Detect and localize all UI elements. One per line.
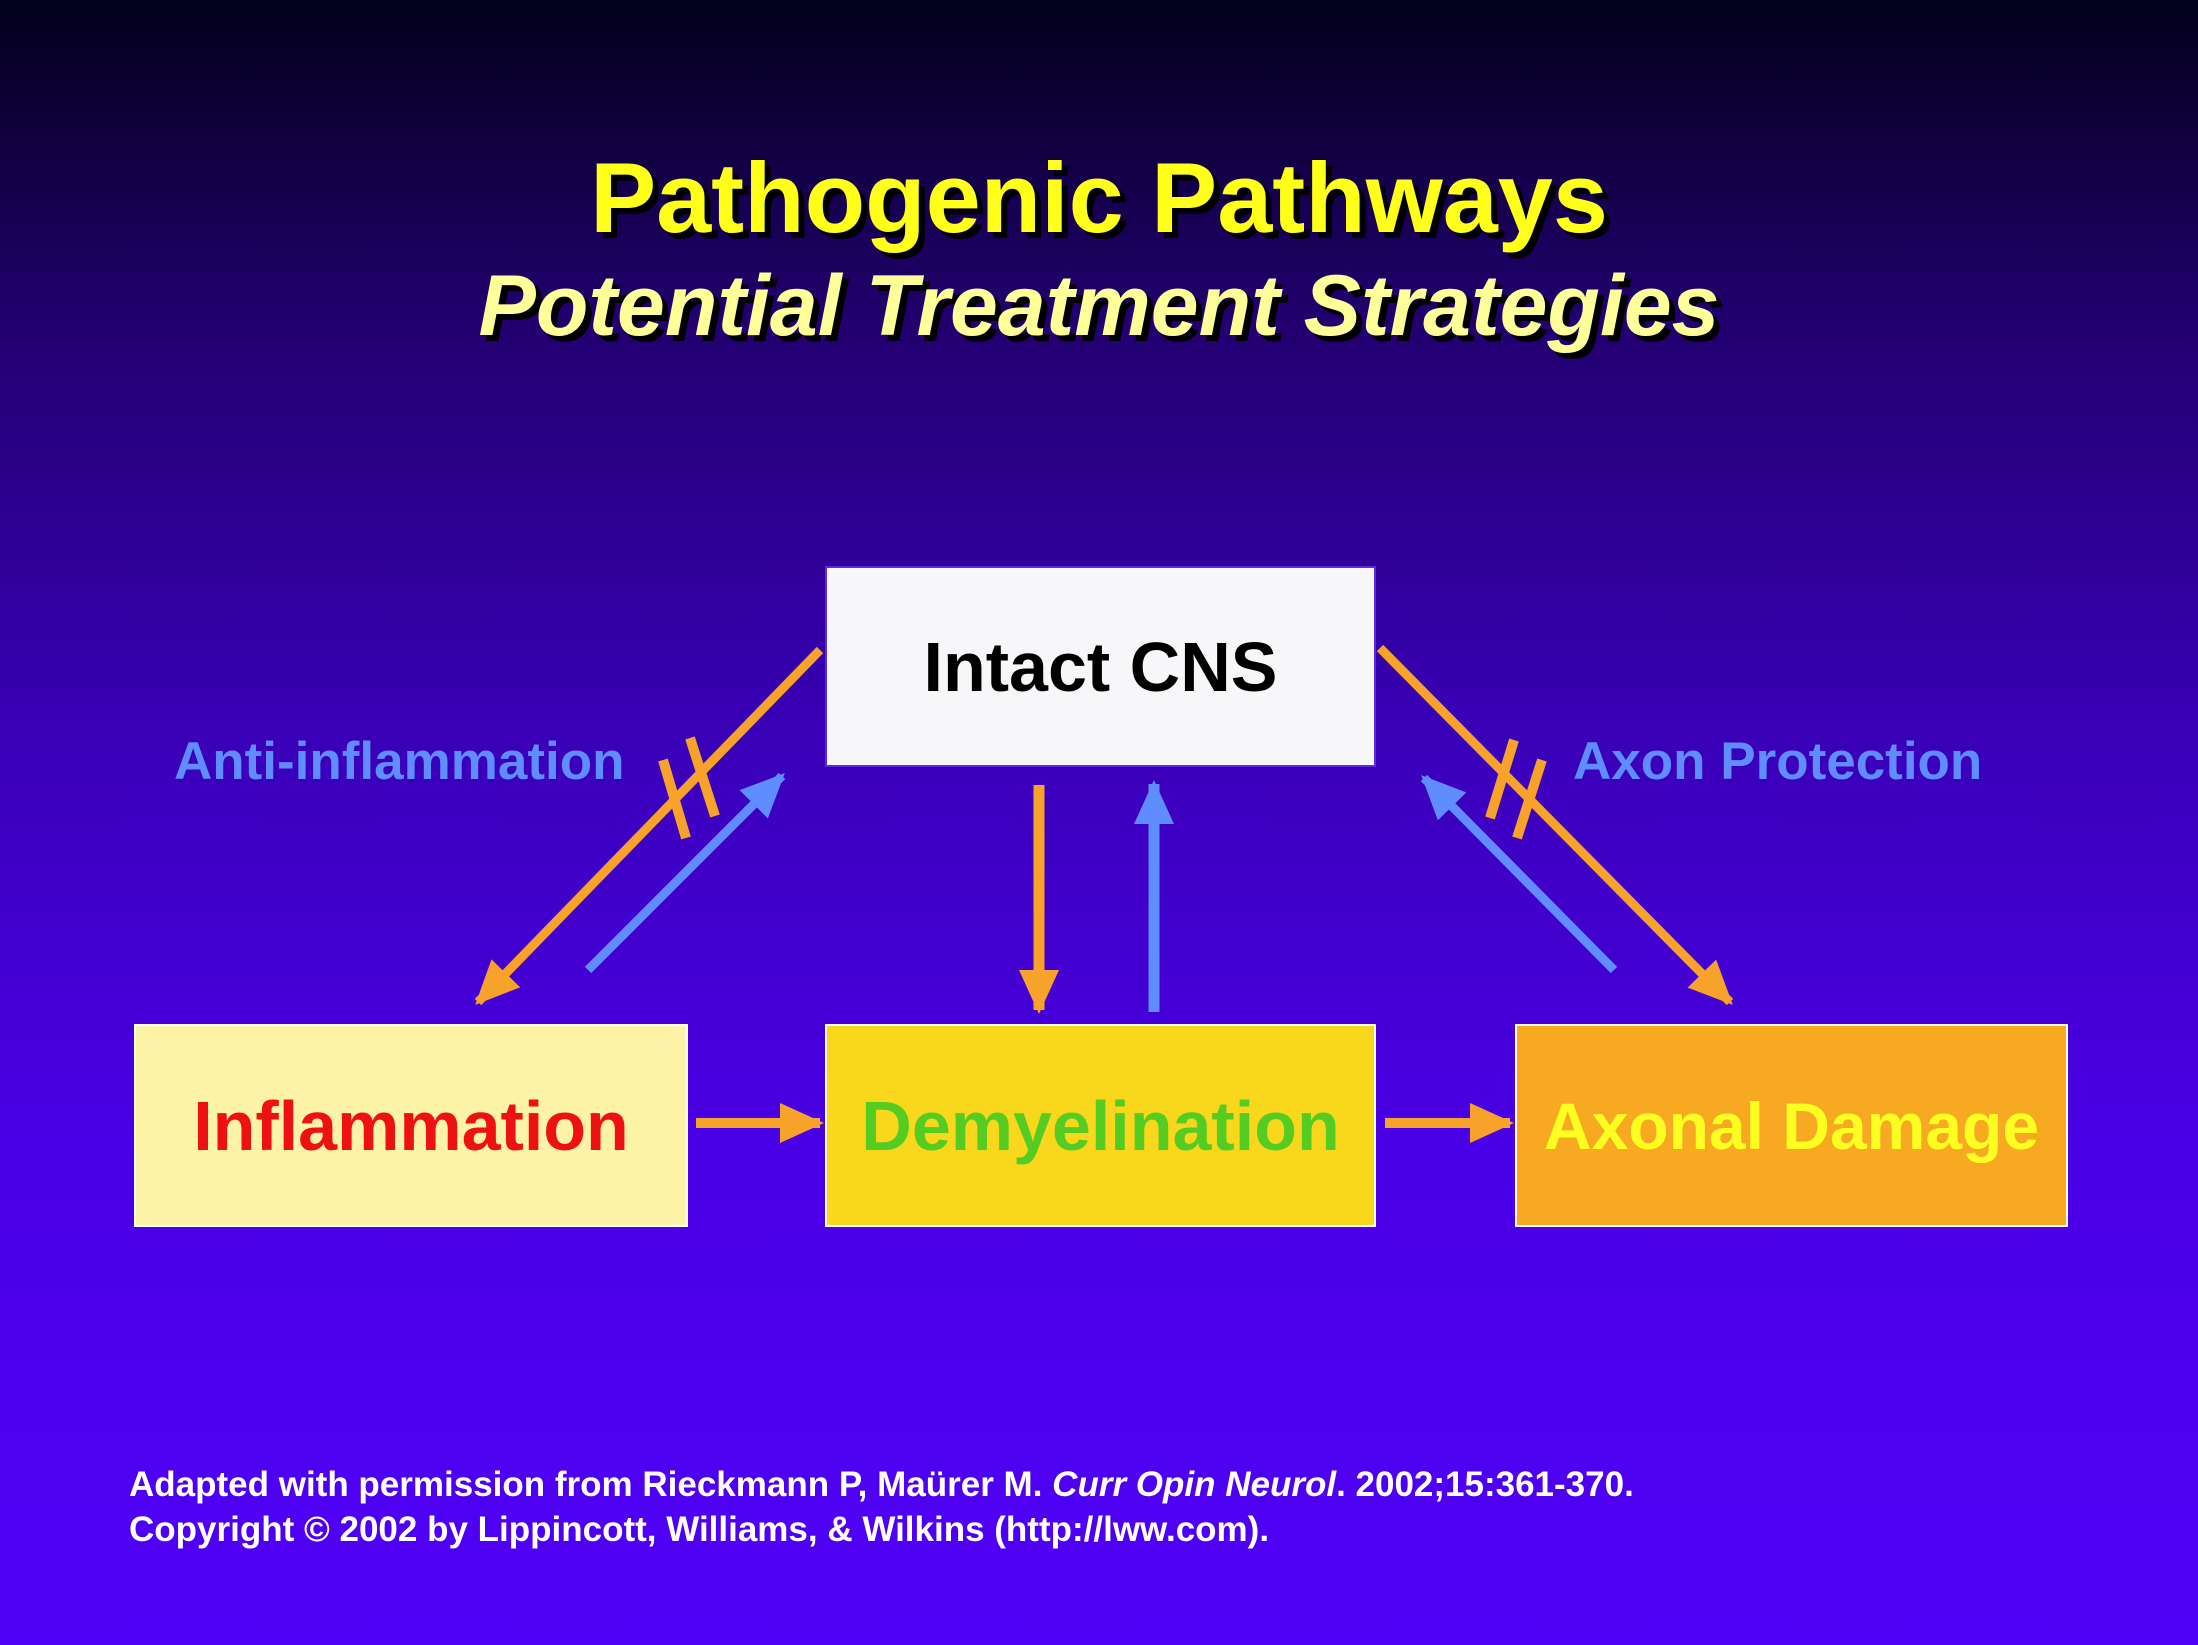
inflammation-label: Inflammation	[193, 1086, 629, 1165]
citation-authors: Adapted with permission from Rieckmann P…	[129, 1465, 1053, 1504]
axonal-damage-to-cns-arrow	[1420, 774, 1618, 974]
citation-journal: Curr Opin Neurol	[1052, 1465, 1337, 1504]
axonal-damage-box: Axonal Damage	[1515, 1024, 2068, 1227]
demyelination-box: Demyelination	[825, 1024, 1376, 1227]
axon-protection-block-bar-1	[1485, 738, 1519, 820]
citation-volume: . 2002;15:361-370.	[1336, 1465, 1634, 1504]
intact-cns-label: Intact CNS	[923, 627, 1278, 706]
citation-copyright: Copyright © 2002 by Lippincott, Williams…	[129, 1510, 1270, 1549]
anti-inflammation-block-bar-1	[658, 758, 691, 840]
cns-to-axonal-damage-arrow	[1376, 644, 1734, 1006]
anti-inflammation-label: Anti-inflammation	[174, 732, 625, 791]
axonal-damage-label: Axonal Damage	[1543, 1088, 2040, 1163]
slide-subtitle: Potential Treatment Strategies	[478, 258, 1720, 354]
cns-to-inflammation-arrow	[474, 646, 824, 1006]
inflammation-box: Inflammation	[134, 1024, 688, 1227]
citation-line-1: Adapted with permission from Rieckmann P…	[129, 1467, 1634, 1502]
anti-inflammation-block-bar-2	[685, 736, 720, 818]
demyelination-label: Demyelination	[861, 1086, 1340, 1165]
axon-protection-label: Axon Protection	[1573, 732, 1983, 791]
inflammation-to-cns-arrow	[584, 772, 786, 974]
intact-cns-box: Intact CNS	[825, 566, 1376, 767]
slide-title: Pathogenic Pathways	[590, 142, 1608, 253]
axon-protection-block-bar-2	[1512, 758, 1547, 840]
